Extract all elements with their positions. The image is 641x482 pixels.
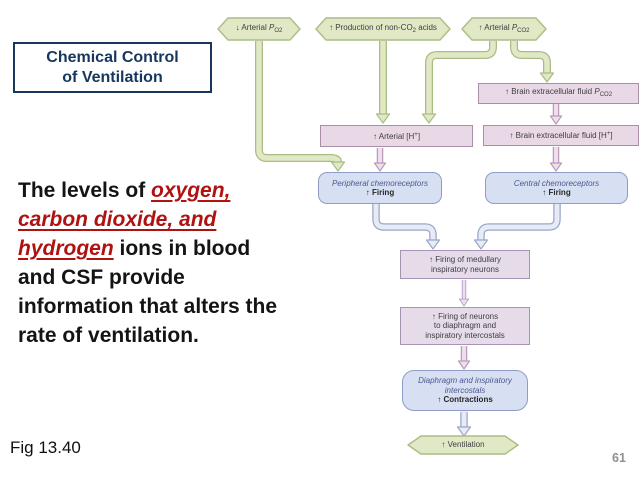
node-label: ↑ Firing of medullary [428, 255, 502, 264]
body-text: The levels of oxygen, carbon dioxide, an… [18, 176, 334, 350]
connector-central-to-medullary [473, 203, 561, 250]
node-arterial-po2: ↓ Arterial PO2 [218, 19, 300, 40]
node-arterial-h: ↑ Arterial [H+] [320, 125, 473, 147]
body-text-segment: ions in blood [113, 237, 251, 260]
node-label: ↑ Firing of neurons [431, 311, 499, 321]
node-label: inspiratory neurons [430, 264, 500, 274]
node-spinal-neurons: ↑ Firing of neurons to diaphragm and ins… [400, 307, 530, 345]
connector-diaphragm-to-ventilation [456, 411, 472, 437]
node-brain-ecf-h: ↑ Brain extracellular fluid [H+] [483, 125, 639, 146]
node-arterial-pco2: ↑ Arterial PCO2 [462, 19, 546, 40]
hexagon-arterial-pco2 [461, 17, 547, 41]
connector-acids-to-arterial-h [375, 40, 391, 124]
hexagon-arterial-po2 [217, 17, 301, 41]
body-text-highlight: oxygen, [151, 179, 231, 202]
connector-brain-h-to-central [549, 147, 563, 172]
node-label: intercostals [444, 385, 486, 395]
connector-po2-to-peripheral [255, 40, 346, 172]
body-text-highlight: hydrogen [18, 237, 114, 260]
node-peripheral-chemoreceptors: Peripheral chemoreceptors ↑ Firing [318, 172, 442, 204]
connector-medullary-to-spinal [459, 280, 469, 307]
hexagon-ventilation [407, 435, 519, 455]
node-label: ↑ Brain extracellular fluid [H+] [509, 131, 613, 141]
body-text-segment: rate of ventilation. [18, 324, 199, 347]
body-text-segment: and CSF provide [18, 266, 185, 289]
connector-pco2-to-brain-pco2 [510, 40, 555, 83]
body-text-segment: The levels of [18, 179, 152, 202]
node-label: ↑ Brain extracellular fluid PCO2 [504, 86, 613, 98]
hexagon-non-co2-acids [315, 17, 451, 41]
node-label: ↑ Arterial [H+] [372, 131, 421, 141]
body-text-segment: information that alters the [18, 295, 278, 318]
figure-caption: Fig 13.40 [10, 438, 81, 457]
node-label: Central chemoreceptors [513, 178, 600, 188]
node-diaphragm-intercostals: Diaphragm and inspiratory intercostals ↑… [402, 370, 528, 411]
slide-title-line2: of Ventilation [62, 68, 163, 86]
node-central-chemoreceptors: Central chemoreceptors ↑ Firing [485, 172, 628, 204]
connector-arterial-h-to-peripheral [373, 148, 387, 172]
node-label: ↓ Arterial PO2 [235, 22, 283, 34]
body-text-highlight: carbon dioxide, and [18, 208, 217, 231]
node-sublabel: ↑ Firing [365, 188, 395, 197]
page-number: 61 [612, 451, 626, 465]
node-brain-ecf-pco2: ↑ Brain extracellular fluid PCO2 [478, 83, 639, 104]
connector-peripheral-to-medullary [372, 203, 441, 250]
node-ventilation: ↑ Ventilation [408, 436, 518, 454]
node-sublabel: ↑ Contractions [437, 395, 493, 405]
node-label: ↑ Ventilation [441, 440, 485, 450]
connector-brain-pco2-to-brain-h [549, 104, 563, 125]
connector-pco2-to-arterial-h [421, 40, 497, 124]
slide-title-line1: Chemical Control [46, 48, 179, 66]
connector-spinal-to-diaphragm [457, 346, 471, 370]
node-label: to diaphragm and [433, 321, 497, 331]
slide-title: Chemical Control of Ventilation [13, 42, 212, 93]
node-medullary-neurons: ↑ Firing of medullary inspiratory neuron… [400, 250, 530, 279]
node-non-co2-acids: ↑ Production of non-CO2 acids [316, 19, 450, 40]
node-label: ↑ Production of non-CO2 acids [329, 22, 437, 34]
node-label: inspiratory intercostals [425, 330, 505, 340]
node-label: Diaphragm and inspiratory [418, 376, 512, 386]
node-label: ↑ Arterial PCO2 [478, 22, 530, 34]
node-label: Peripheral chemoreceptors [331, 178, 429, 188]
node-sublabel: ↑ Firing [542, 188, 571, 197]
